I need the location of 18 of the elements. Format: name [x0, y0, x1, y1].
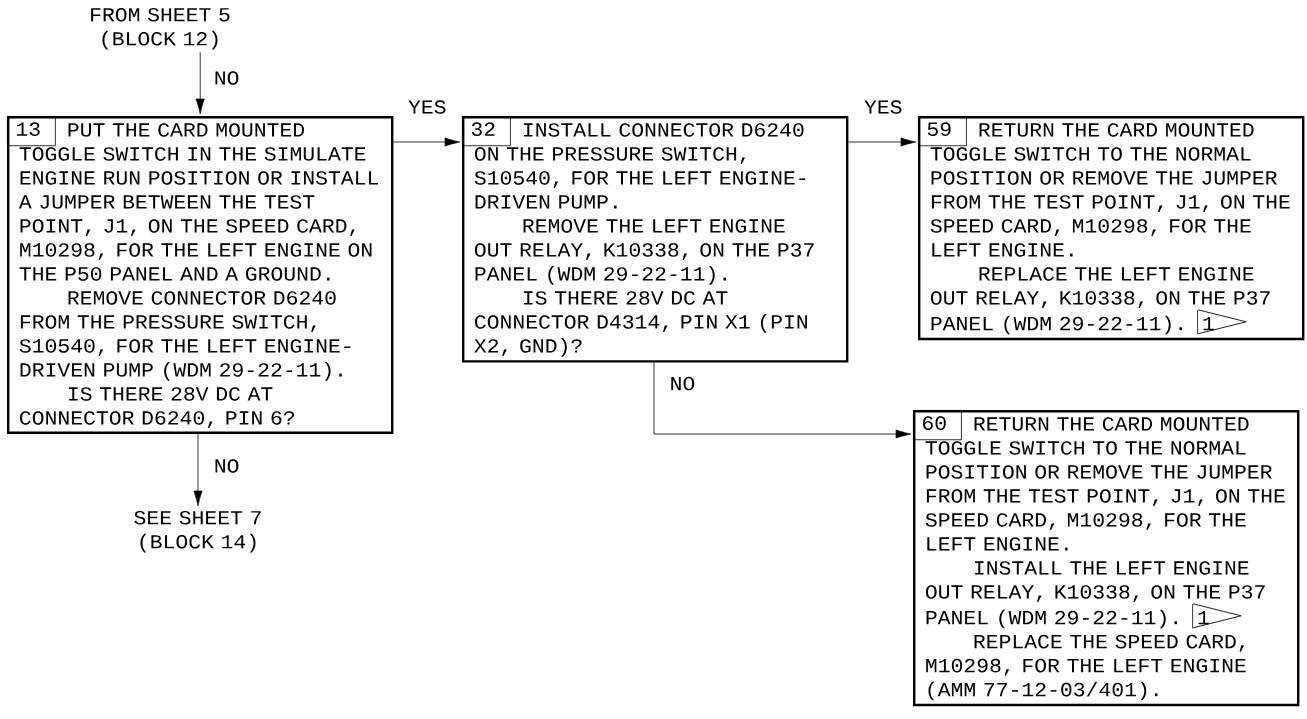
edge-label: NO [212, 457, 241, 475]
step-number: 59 [918, 116, 967, 147]
arrow [195, 52, 205, 115]
edge-label: NO [668, 375, 697, 392]
arrow [193, 433, 203, 507]
edge-label: YES [406, 98, 448, 116]
edge-label: NO [212, 69, 241, 87]
note-flag: 1 [1192, 603, 1242, 629]
sheet-reference: FROM SHEET 5 (BLOCK 12) [91, 7, 230, 50]
note-flag: 1 [1197, 309, 1247, 335]
arrow [848, 137, 917, 147]
step-number: 13 [7, 116, 56, 147]
edge-label: YES [862, 98, 904, 116]
arrow [653, 362, 912, 439]
arrow [393, 137, 461, 147]
step-number: 60 [913, 410, 962, 441]
sheet-reference: SEE SHEET 7 (BLOCK 14) [134, 510, 261, 553]
step-number: 32 [462, 116, 511, 147]
